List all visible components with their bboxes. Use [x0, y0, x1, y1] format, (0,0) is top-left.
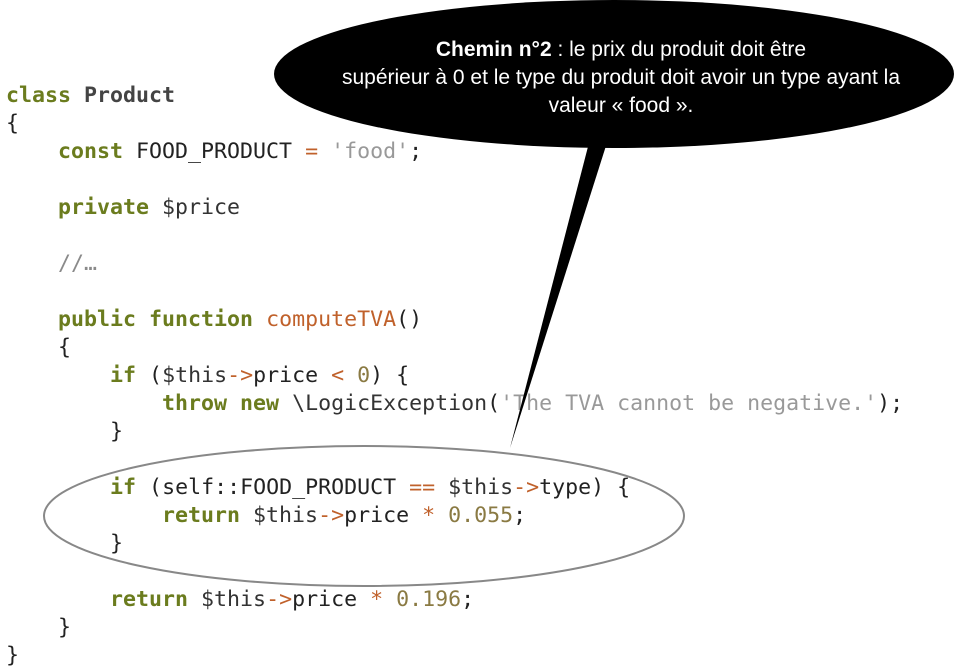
code-line-throw: throw new \LogicException('The TVA canno…	[6, 390, 903, 418]
keyword: class	[6, 83, 72, 108]
number: 0	[357, 363, 371, 388]
keyword: private	[58, 195, 150, 220]
keyword: public	[58, 307, 137, 332]
code-line-class: class Product	[6, 82, 175, 110]
brace: }	[110, 531, 124, 556]
keyword: throw	[162, 391, 228, 416]
code-line-close-if: }	[6, 418, 123, 446]
semicolon: ;	[409, 139, 423, 164]
code-line-close-class: }	[6, 642, 19, 670]
string-literal: 'The TVA cannot be negative.'	[500, 391, 878, 416]
operator: ==	[409, 475, 436, 500]
number: 0.055	[448, 503, 514, 528]
keyword: if	[110, 475, 137, 500]
property: price	[292, 587, 358, 612]
brace: }	[110, 419, 124, 444]
keyword: return	[110, 587, 189, 612]
paren: (	[149, 475, 163, 500]
keyword: return	[162, 503, 241, 528]
paren: ) {	[370, 363, 410, 388]
function-name: computeTVA	[266, 307, 397, 332]
number: 0.196	[396, 587, 462, 612]
code-line-function-brace: {	[6, 334, 71, 362]
paren: (	[487, 391, 501, 416]
brace: }	[6, 643, 20, 668]
operator: *	[422, 503, 436, 528]
paren: );	[877, 391, 904, 416]
variable: $price	[162, 195, 241, 220]
property: price	[344, 503, 410, 528]
keyword: new	[240, 391, 280, 416]
keyword: const	[58, 139, 124, 164]
callout-line-1-rest: : le prix du produit doit être	[551, 38, 807, 61]
brace: {	[6, 111, 20, 136]
semicolon: ;	[461, 587, 475, 612]
variable: $this	[201, 587, 267, 612]
keyword: if	[110, 363, 137, 388]
class-name: \LogicException	[292, 391, 488, 416]
operator: ->	[227, 363, 254, 388]
callout-text: Chemin n°2 : le prix du produit doit êtr…	[286, 36, 956, 120]
parens: ()	[396, 307, 423, 332]
class-name: Product	[84, 83, 176, 108]
variable: $this	[253, 503, 319, 528]
code-line-open-brace: {	[6, 110, 19, 138]
code-line-close-function: }	[6, 614, 71, 642]
code-line-private: private $price	[6, 194, 240, 222]
operator: <	[331, 363, 345, 388]
constant-name: FOOD_PRODUCT	[136, 139, 293, 164]
operator: ->	[266, 587, 293, 612]
property: price	[253, 363, 319, 388]
code-line-comment: //…	[6, 250, 97, 278]
string-literal: 'food'	[331, 139, 410, 164]
brace: {	[58, 335, 72, 360]
paren: ) {	[591, 475, 631, 500]
highlight-ellipse	[43, 445, 685, 587]
variable: $this	[162, 363, 228, 388]
callout-line-2: supérieur à 0 et le type du produit doit…	[341, 66, 901, 89]
keyword: function	[149, 307, 254, 332]
code-line-return-default: return $this->price * 0.196;	[6, 586, 474, 614]
comment: //…	[58, 251, 98, 276]
operator: *	[370, 587, 384, 612]
semicolon: ;	[513, 503, 527, 528]
callout-line-1: Chemin n°2 : le prix du produit doit êtr…	[286, 36, 956, 64]
operator: ->	[513, 475, 540, 500]
callout-pointer	[510, 108, 618, 448]
code-line-close-if-food: }	[6, 530, 123, 558]
constant-ref: self::FOOD_PRODUCT	[162, 475, 397, 500]
code-line-return-food: return $this->price * 0.055;	[6, 502, 526, 530]
property: type	[539, 475, 592, 500]
paren: (	[149, 363, 163, 388]
code-line-const: const FOOD_PRODUCT = 'food';	[6, 138, 422, 166]
operator: =	[305, 139, 319, 164]
brace: }	[58, 615, 72, 640]
operator: ->	[318, 503, 345, 528]
callout-bubble	[274, 0, 954, 148]
callout-title: Chemin n°2	[435, 38, 552, 61]
code-line-if-food: if (self::FOOD_PRODUCT == $this->type) {	[6, 474, 630, 502]
code-line-if-negative: if ($this->price < 0) {	[6, 362, 409, 390]
code-line-function: public function computeTVA()	[6, 306, 422, 334]
variable: $this	[448, 475, 514, 500]
callout-line-3: valeur « food ».	[548, 94, 694, 117]
